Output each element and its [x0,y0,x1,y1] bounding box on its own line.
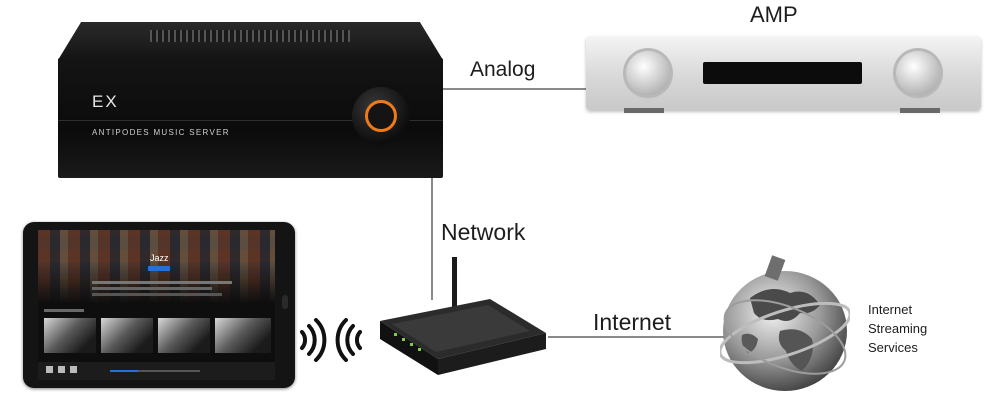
globe-orbit-ring [720,301,850,365]
wave-arc-right [314,318,327,362]
server-model-label: EX [92,92,119,111]
router-leds [394,333,421,351]
amp-left-knob [626,51,670,95]
amp-foot-left [624,108,664,113]
server-knob-ring-icon [365,100,397,132]
app-description-line [92,293,222,296]
wave-arc-left [345,324,355,356]
wifi-waves-icon [300,318,362,362]
wave-arc-left [335,318,348,362]
play-pause-icon [58,366,65,373]
router-antenna [452,257,457,315]
server-name-label: ANTIPODES MUSIC SERVER [92,128,230,137]
streaming-line: Streaming [868,321,928,336]
internet-label: Internet [593,309,671,335]
internet-connection-line [548,336,724,338]
amp-label: AMP [750,2,798,27]
globe-spike [764,255,786,281]
player-progress-fill [110,370,138,372]
wave-arc-left [355,330,362,350]
app-row-heading [44,309,84,312]
globe-continent [778,329,813,371]
globe-icon [720,255,850,391]
analog-label: Analog [470,58,536,81]
amp-display [703,62,862,84]
player-progress-track [110,370,200,372]
router-side [438,333,546,375]
streaming-services-label: Internet Streaming Services [868,300,927,357]
app-description-line [92,281,232,284]
server-divider [58,120,443,121]
router-icon [380,257,546,375]
network-connection-line [431,178,433,300]
album-thumbnail [44,318,96,353]
previous-icon [46,366,53,373]
album-thumbnail [101,318,153,353]
tablet-home-button [282,295,288,309]
amp-foot-right [900,108,940,113]
album-thumbnail [158,318,210,353]
analog-connection-line [443,88,586,90]
router-top-highlight [392,305,530,352]
wave-arc-right [307,324,317,356]
wave-arc-right [300,330,307,350]
app-genre-title: Jazz [150,253,169,263]
streaming-line: Internet [868,302,913,317]
globe-orbit-ring [723,299,847,375]
album-thumbnail [215,318,271,353]
next-icon [70,366,77,373]
network-label: Network [441,219,526,245]
app-genre-tag [148,266,170,271]
amp-right-knob [896,51,940,95]
app-description-line [92,287,212,290]
server-vents [150,30,350,42]
streaming-line: Services [868,340,918,355]
